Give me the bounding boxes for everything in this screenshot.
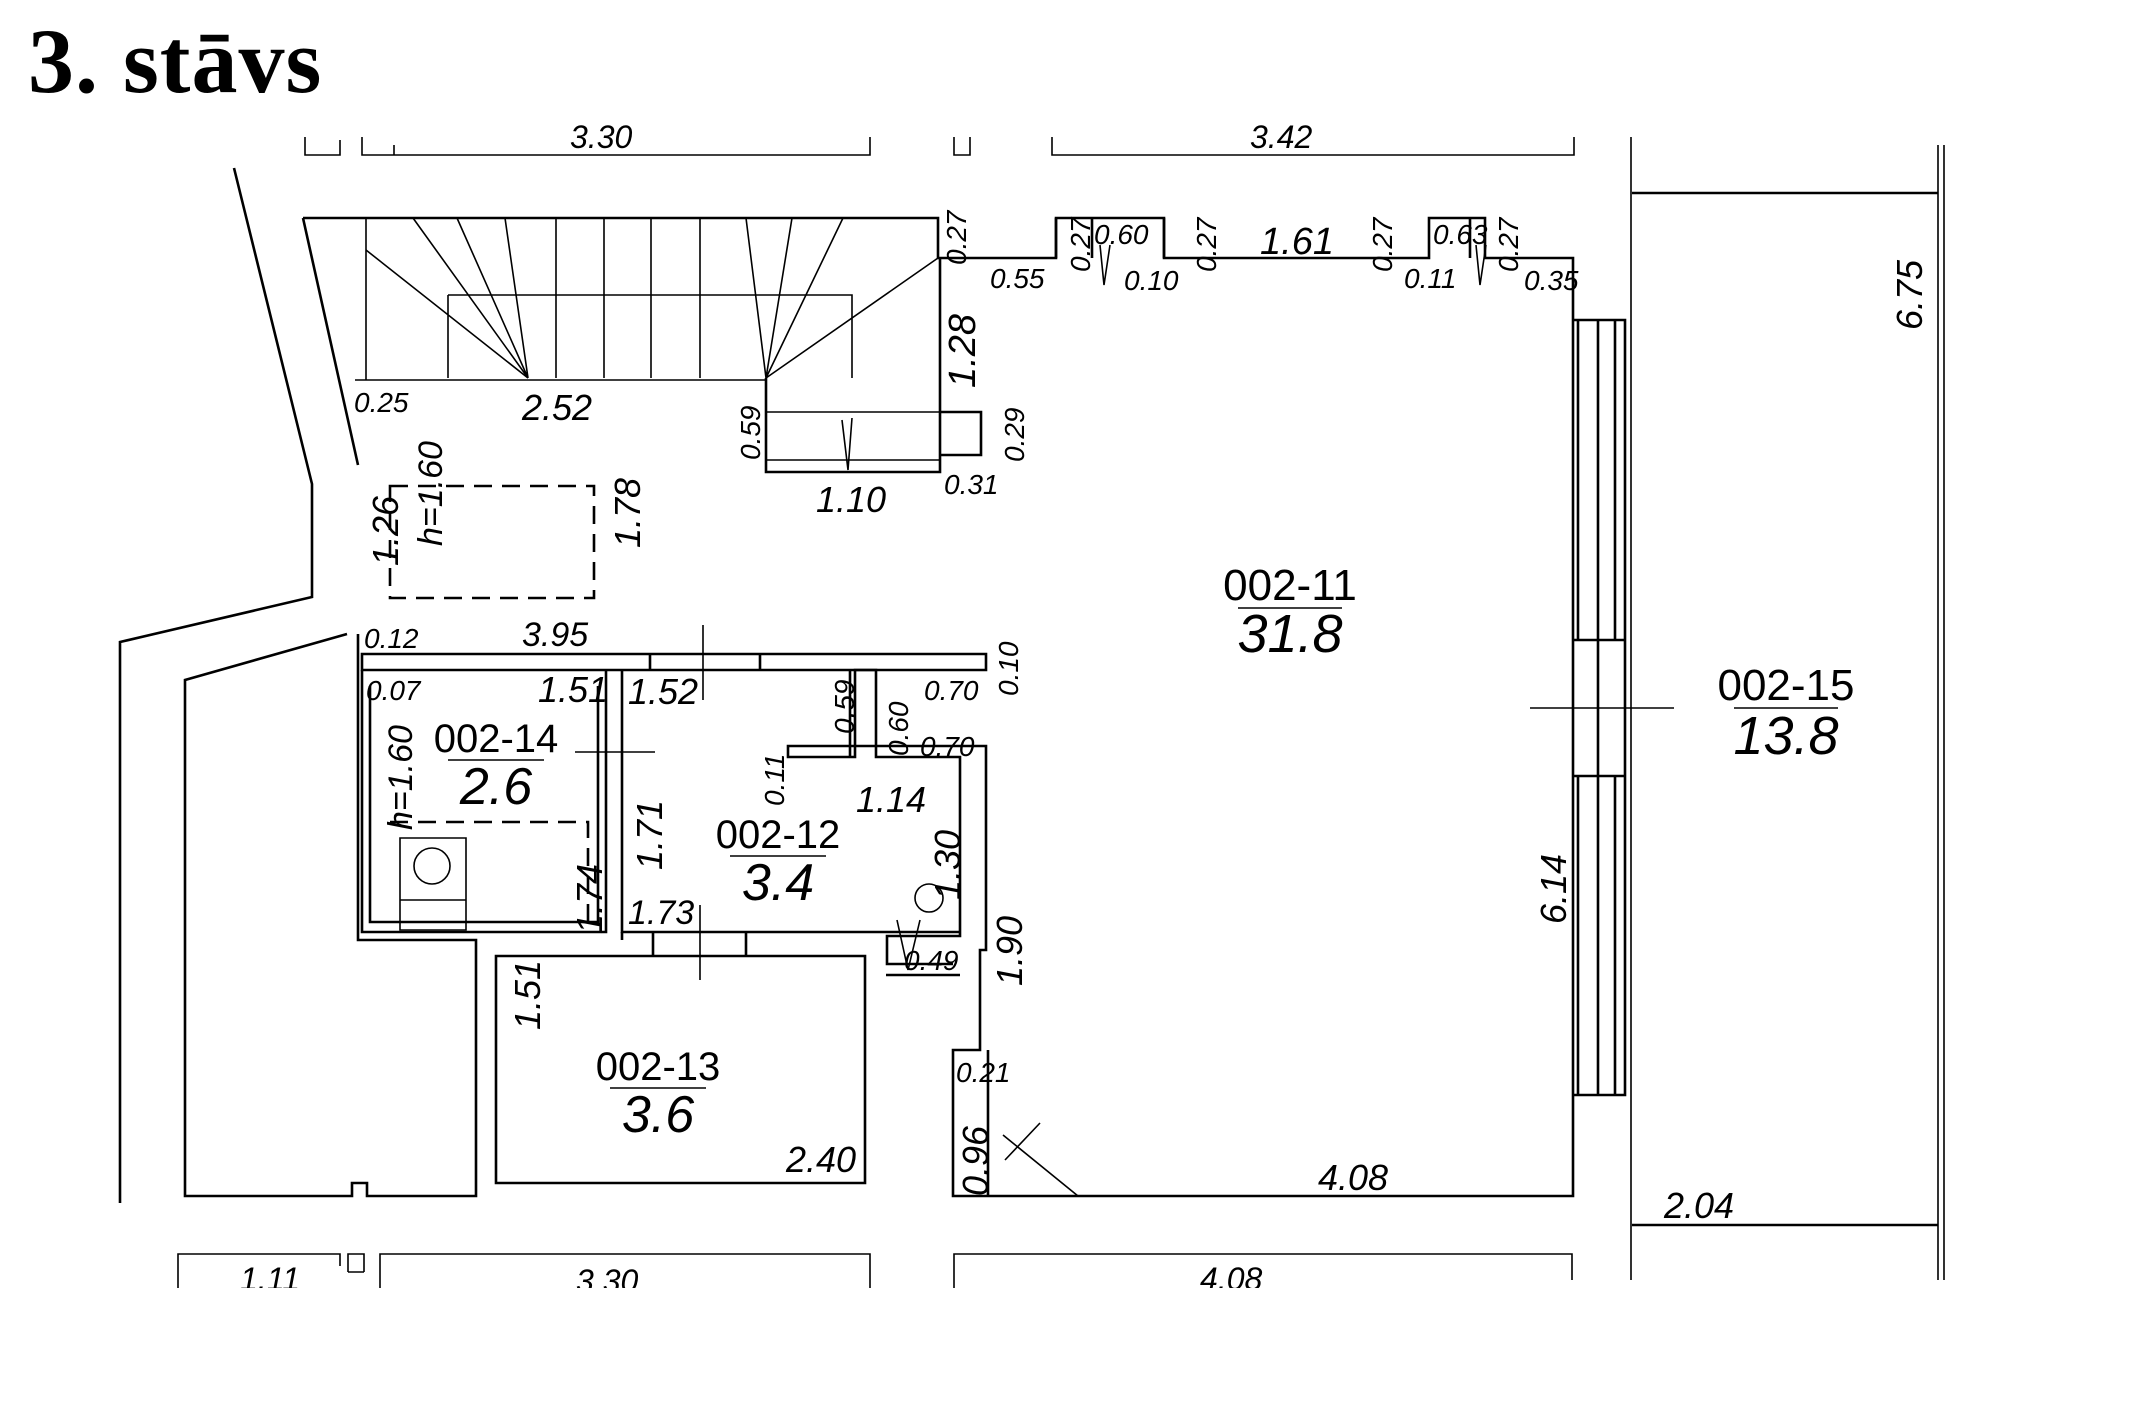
- svg-text:002-14: 002-14: [434, 717, 559, 761]
- staircase: [355, 217, 1487, 471]
- svg-text:0.27: 0.27: [1065, 216, 1096, 272]
- svg-text:1.14: 1.14: [856, 779, 926, 820]
- svg-text:13.8: 13.8: [1733, 706, 1838, 766]
- svg-text:4.08: 4.08: [1318, 1157, 1388, 1198]
- svg-text:1.90: 1.90: [989, 916, 1030, 986]
- fixtures: [399, 625, 1674, 1197]
- svg-text:0.55: 0.55: [990, 263, 1045, 294]
- svg-text:0.96: 0.96: [955, 1125, 996, 1196]
- svg-text:002-11: 002-11: [1223, 561, 1357, 610]
- svg-text:0.27: 0.27: [1493, 216, 1524, 272]
- svg-text:6.75: 6.75: [1889, 259, 1930, 330]
- svg-text:1.30: 1.30: [927, 830, 968, 900]
- svg-text:1.52: 1.52: [628, 671, 698, 712]
- svg-text:0.07: 0.07: [366, 675, 422, 706]
- svg-text:1.73: 1.73: [628, 894, 694, 932]
- dashed-outlines: [388, 484, 596, 930]
- svg-text:0.27: 0.27: [941, 209, 972, 265]
- svg-text:2.6: 2.6: [459, 758, 532, 816]
- svg-text:1.71: 1.71: [629, 800, 670, 870]
- svg-text:0.63: 0.63: [1433, 219, 1488, 250]
- svg-text:0.11: 0.11: [759, 754, 790, 806]
- room-label-002-12: 002-12 3.4: [716, 813, 841, 912]
- svg-text:0.12: 0.12: [364, 623, 419, 654]
- svg-text:0.60: 0.60: [883, 701, 914, 756]
- svg-text:0.27: 0.27: [1367, 216, 1398, 272]
- room-label-002-14: 002-14 2.6: [434, 717, 559, 816]
- svg-text:0.11: 0.11: [1404, 263, 1456, 294]
- svg-text:0.60: 0.60: [1094, 219, 1149, 250]
- svg-text:0.10: 0.10: [993, 641, 1024, 696]
- svg-text:1.51: 1.51: [538, 669, 608, 710]
- dimension-labels: 3.30 3.42 0.27 0.55 0.27 0.60 0.10 0.27 …: [354, 119, 1930, 1226]
- svg-text:0.59: 0.59: [735, 406, 766, 461]
- svg-text:0.29: 0.29: [999, 408, 1030, 463]
- svg-text:3.42: 3.42: [1250, 119, 1312, 155]
- svg-text:3.30: 3.30: [570, 119, 632, 155]
- svg-text:002-12: 002-12: [716, 813, 841, 857]
- svg-text:0.31: 0.31: [944, 469, 999, 500]
- svg-text:1.74: 1.74: [569, 864, 610, 934]
- svg-text:2.04: 2.04: [1663, 1185, 1734, 1226]
- svg-text:1.28: 1.28: [942, 314, 984, 388]
- svg-text:2.40: 2.40: [785, 1139, 856, 1180]
- svg-text:1.61: 1.61: [1260, 221, 1334, 263]
- svg-text:0.49: 0.49: [904, 945, 959, 976]
- svg-text:0.59: 0.59: [829, 680, 860, 735]
- bottom-mask: [0, 1288, 2136, 1428]
- svg-text:1.78: 1.78: [607, 478, 648, 548]
- floor-title: 3. stāvs: [28, 10, 323, 112]
- svg-text:2.52: 2.52: [521, 387, 592, 428]
- svg-text:0.10: 0.10: [1124, 265, 1179, 296]
- outer-walls: [118, 167, 478, 1203]
- svg-text:3.95: 3.95: [522, 616, 588, 654]
- room-label-002-13: 002-13 3.6: [596, 1045, 721, 1144]
- svg-text:31.8: 31.8: [1237, 604, 1342, 664]
- svg-text:0.25: 0.25: [354, 387, 409, 418]
- svg-text:h=1.60: h=1.60: [412, 441, 450, 546]
- svg-text:3.6: 3.6: [622, 1086, 694, 1144]
- room-label-002-15: 002-15 13.8: [1717, 661, 1854, 766]
- svg-text:0.21: 0.21: [956, 1057, 1011, 1088]
- svg-text:002-15: 002-15: [1717, 661, 1854, 710]
- svg-text:002-13: 002-13: [596, 1045, 721, 1089]
- svg-text:3.4: 3.4: [742, 854, 814, 912]
- svg-text:0.70: 0.70: [920, 731, 975, 762]
- svg-text:h=1.60: h=1.60: [382, 725, 420, 830]
- svg-text:1.10: 1.10: [816, 479, 886, 520]
- svg-text:0.35: 0.35: [1524, 265, 1579, 296]
- svg-text:0.27: 0.27: [1191, 216, 1222, 272]
- room-label-002-11: 002-11 31.8: [1223, 561, 1357, 664]
- svg-text:6.14: 6.14: [1533, 854, 1574, 924]
- svg-text:1.26: 1.26: [365, 495, 406, 566]
- svg-text:0.70: 0.70: [924, 675, 979, 706]
- svg-text:1.51: 1.51: [507, 960, 548, 1030]
